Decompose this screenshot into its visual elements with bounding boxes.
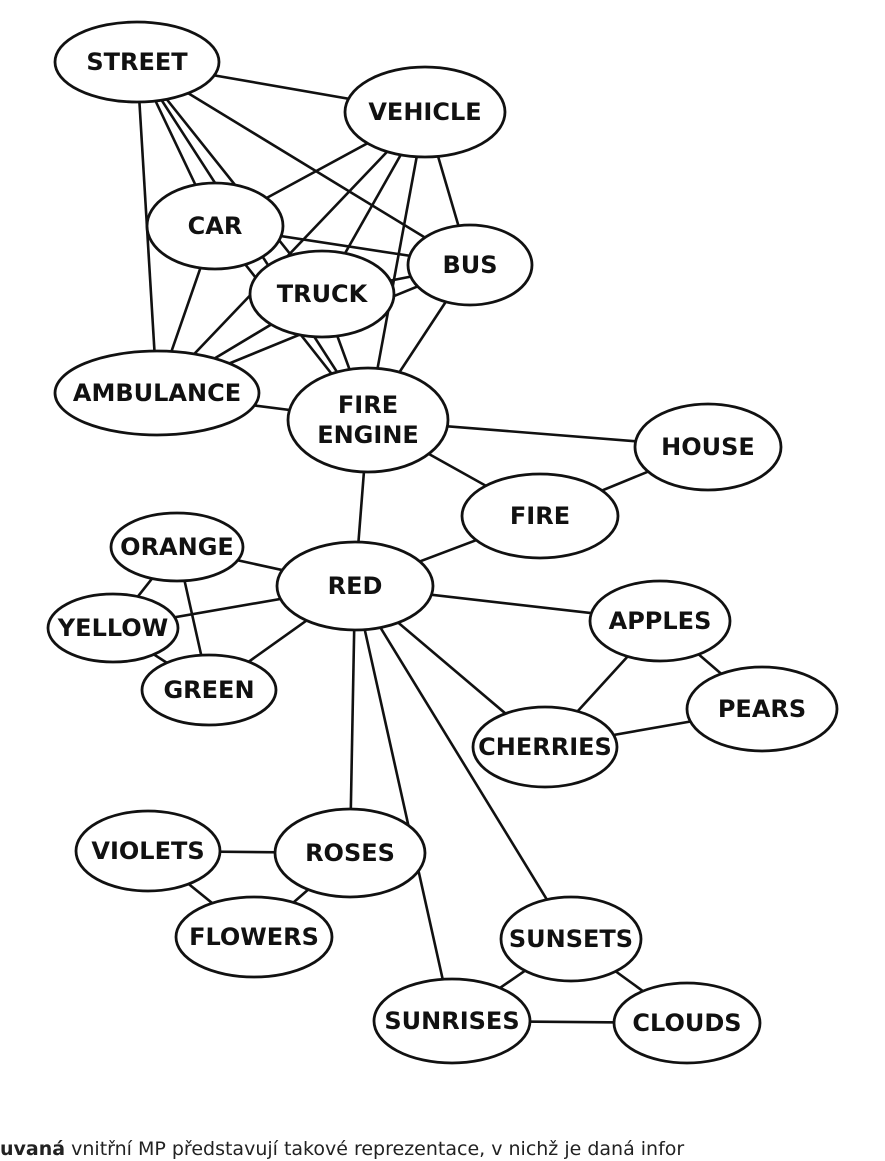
node-shape-fire-engine xyxy=(286,366,450,474)
node-sunsets: SUNSETS xyxy=(499,895,643,983)
node-truck: TRUCK xyxy=(248,249,396,339)
node-car: CAR xyxy=(145,181,285,271)
node-label-red: RED xyxy=(328,572,383,600)
node-shape-yellow xyxy=(46,592,180,664)
node-label-bus: BUS xyxy=(442,251,497,279)
node-shape-bus xyxy=(406,223,534,307)
node-green: GREEN xyxy=(140,653,278,727)
node-shape-sunrises xyxy=(372,977,532,1065)
node-shape-red xyxy=(275,540,435,632)
node-shape-orange xyxy=(109,511,245,583)
node-ambulance: AMBULANCE xyxy=(53,349,261,437)
node-clouds: CLOUDS xyxy=(612,981,762,1065)
node-violets: VIOLETS xyxy=(74,809,222,893)
node-shape-clouds xyxy=(612,981,762,1065)
node-shape-truck xyxy=(248,249,396,339)
node-label-fire: FIRE xyxy=(510,502,570,530)
node-shape-pears xyxy=(685,665,839,753)
node-label-house: HOUSE xyxy=(661,433,755,461)
node-shape-green xyxy=(140,653,278,727)
node-label-clouds: CLOUDS xyxy=(632,1009,741,1037)
node-cherries: CHERRIES xyxy=(471,705,619,789)
node-label-orange: ORANGE xyxy=(120,533,234,561)
edge-red-sunsets xyxy=(353,585,573,940)
node-vehicle: VEHICLE xyxy=(343,65,507,159)
node-shape-vehicle xyxy=(343,65,507,159)
node-house: HOUSE xyxy=(633,402,783,492)
node-shape-sunsets xyxy=(499,895,643,983)
caption-text: uvaná vnitřní MP představují takové repr… xyxy=(0,1138,885,1161)
node-label-cherries: CHERRIES xyxy=(478,733,612,761)
node-shape-car xyxy=(145,181,285,271)
node-sunrises: SUNRISES xyxy=(372,977,532,1065)
edge-red-sunrises xyxy=(353,585,454,1022)
node-label-ambulance: AMBULANCE xyxy=(73,379,241,407)
node-label-flowers: FLOWERS xyxy=(189,923,319,951)
node-shape-flowers xyxy=(174,895,334,979)
node-shape-fire xyxy=(460,472,620,560)
node-red: RED xyxy=(275,540,435,632)
node-shape-violets xyxy=(74,809,222,893)
node-shape-roses xyxy=(273,807,427,899)
node-orange: ORANGE xyxy=(109,511,245,583)
caption-lead: uvaná xyxy=(0,1138,66,1160)
node-label-roses: ROSES xyxy=(305,839,395,867)
node-fire: FIRE xyxy=(460,472,620,560)
node-label-sunrises: SUNRISES xyxy=(384,1007,519,1035)
node-flowers: FLOWERS xyxy=(174,895,334,979)
node-label-sunsets: SUNSETS xyxy=(509,925,633,953)
node-label-green: GREEN xyxy=(163,676,254,704)
node-street: STREET xyxy=(53,20,221,104)
node-shape-house xyxy=(633,402,783,492)
node-shape-ambulance xyxy=(53,349,261,437)
node-label-apples: APPLES xyxy=(609,607,712,635)
node-label-vehicle: VEHICLE xyxy=(368,98,481,126)
node-shape-street xyxy=(53,20,221,104)
node-apples: APPLES xyxy=(588,579,732,663)
caption-rest: vnitřní MP představují takové reprezenta… xyxy=(65,1138,685,1160)
node-label-violets: VIOLETS xyxy=(91,837,204,865)
node-shape-cherries xyxy=(471,705,619,789)
node-pears: PEARS xyxy=(685,665,839,753)
node-label-yellow: YELLOW xyxy=(57,614,168,642)
node-roses: ROSES xyxy=(273,807,427,899)
node-label-street: STREET xyxy=(86,48,188,76)
node-label-pears: PEARS xyxy=(718,695,806,723)
node-label-truck: TRUCK xyxy=(277,280,369,308)
node-bus: BUS xyxy=(406,223,534,307)
edge-street-bus xyxy=(136,60,471,267)
node-label-car: CAR xyxy=(188,212,243,240)
edge-vehicle-ambulance xyxy=(156,111,426,394)
node-yellow: YELLOW xyxy=(46,592,180,664)
node-shape-apples xyxy=(588,579,732,663)
